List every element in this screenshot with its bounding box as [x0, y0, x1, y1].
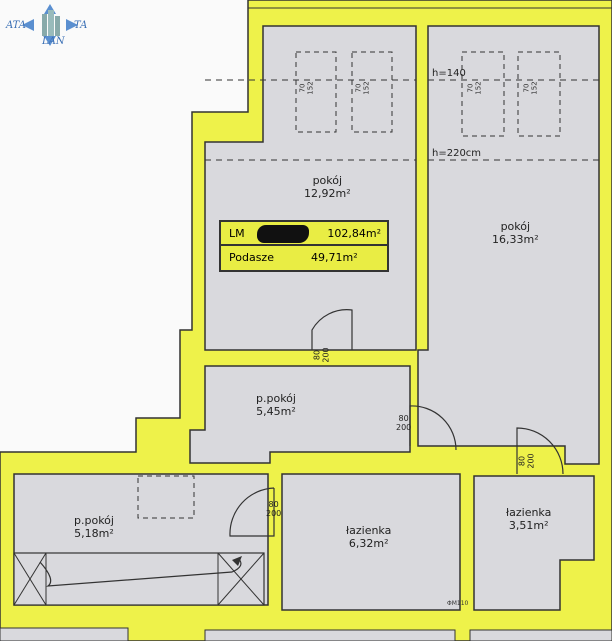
agency-logo: ATA TA LAN	[2, 2, 98, 48]
roof-window	[137, 475, 195, 519]
stairs-arrow	[39, 557, 242, 587]
podasze-row: Podasze 49,71m²	[221, 246, 387, 270]
redaction-mark	[257, 225, 309, 243]
door-swing	[516, 427, 564, 475]
roof-window	[461, 51, 505, 137]
height-note: h=220cm	[432, 148, 482, 159]
door-swing	[409, 405, 457, 451]
room-lazienka-2	[473, 475, 595, 611]
roof-window	[295, 51, 337, 133]
lm-row: LM 102,84m²	[221, 222, 387, 246]
logo-text: TA	[74, 20, 88, 31]
logo-text: ATA	[6, 20, 27, 31]
lm-label: LM	[229, 227, 245, 240]
door-swing	[229, 487, 275, 537]
room-lazienka-1	[281, 473, 461, 611]
area-summary-box: LM 102,84m² Podasze 49,71m²	[219, 220, 389, 272]
stamp-mark: ΦM110	[447, 600, 469, 607]
door-swing	[311, 309, 353, 350]
podasze-label: Podasze	[229, 251, 274, 264]
lm-value: 102,84m²	[327, 227, 381, 240]
podasze-value: 49,71m²	[311, 251, 358, 264]
room-ppokoj-1	[189, 365, 411, 464]
logo-text: LAN	[42, 36, 65, 47]
roof-window	[517, 51, 561, 137]
roof-window	[351, 51, 393, 133]
height-note: h=140	[432, 68, 466, 79]
